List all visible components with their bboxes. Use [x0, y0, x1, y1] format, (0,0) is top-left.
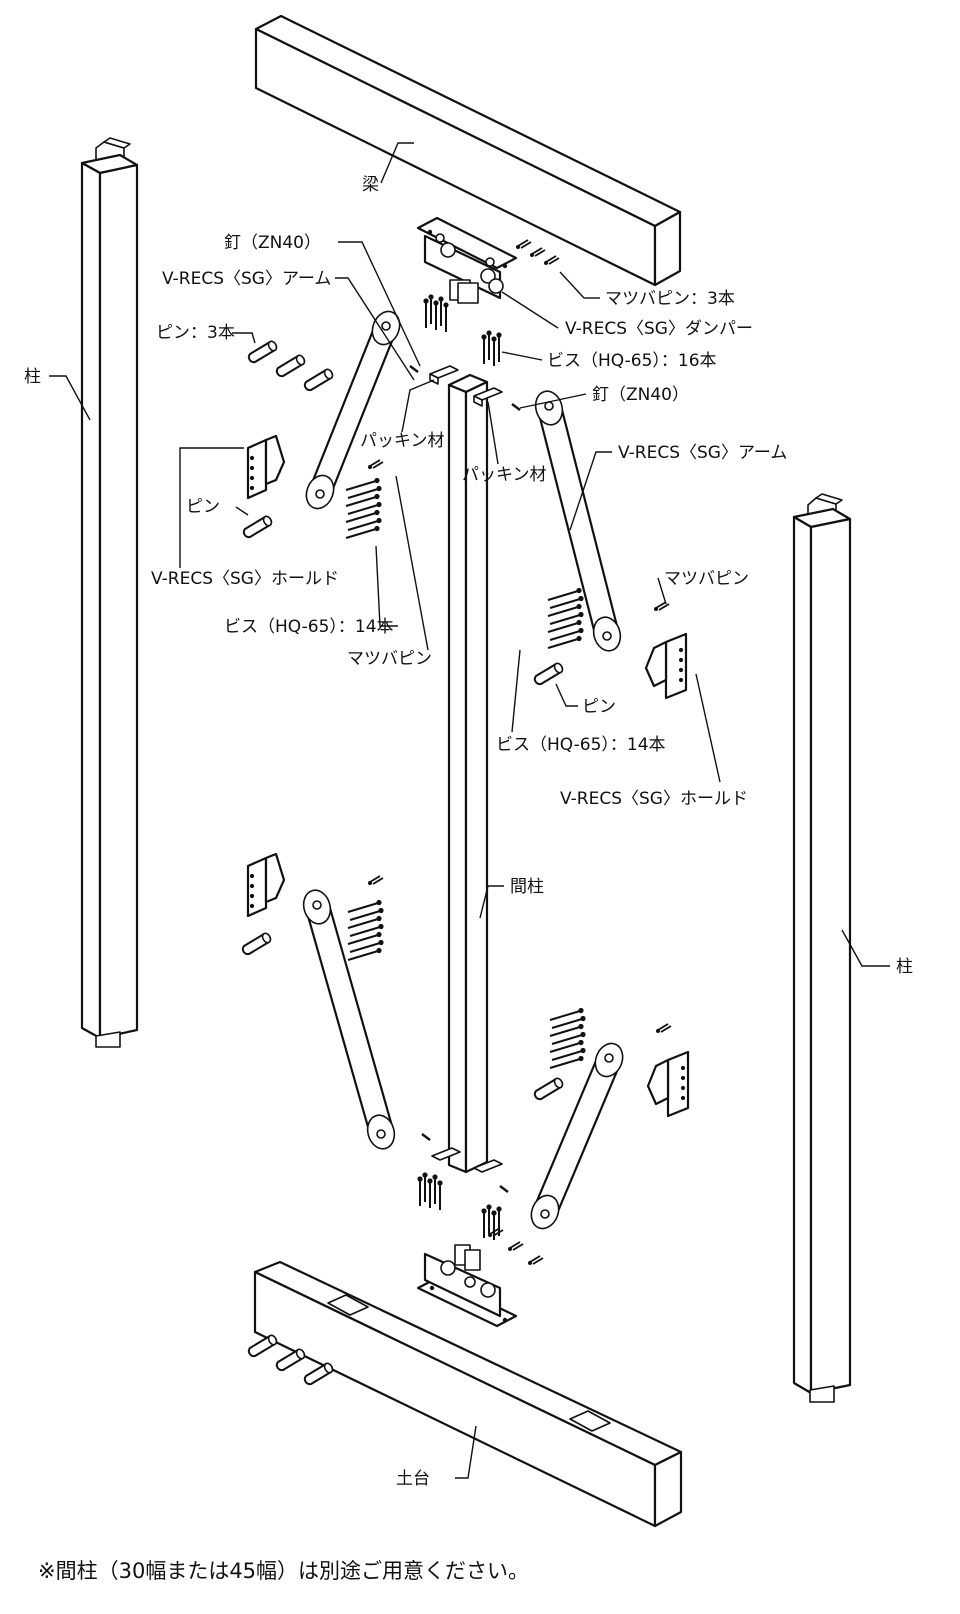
center-stud-part [447, 373, 489, 1174]
arm-bottom-left-part [302, 889, 396, 1150]
label-pillar-left: 柱 [24, 367, 41, 387]
label-nail-top-right: 釘（ZN40） [592, 385, 689, 405]
label-mabashira: 間柱 [510, 877, 544, 897]
label-arm-top-left: V-RECS〈SG〉アーム [162, 269, 331, 289]
label-pin-left: ピン [186, 497, 220, 517]
label-hold-left: V-RECS〈SG〉ホールド [151, 569, 339, 589]
hold-bottom-left-part [246, 852, 286, 918]
beam-part [254, 14, 682, 287]
leader-lines [49, 142, 890, 1479]
label-beam: 梁 [362, 175, 379, 195]
label-arm-top-right: V-RECS〈SG〉アーム [618, 443, 787, 463]
hold-top-right-part [644, 632, 688, 700]
label-screw-14-left: ビス（HQ-65）：14本 [224, 617, 394, 637]
label-screw-14-right: ビス（HQ-65）：14本 [496, 735, 666, 755]
label-hold-right: V-RECS〈SG〉ホールド [560, 789, 748, 809]
sill-part [253, 1260, 683, 1528]
label-sill: 土台 [396, 1469, 430, 1489]
label-pin-right: ピン [582, 697, 616, 717]
pins [241, 338, 566, 1386]
left-pillar-part [80, 137, 139, 1048]
label-pin-3: ピン：3本 [156, 323, 235, 343]
matsuba-pins-and-nails [367, 239, 672, 1266]
damper-top-part [416, 216, 518, 304]
label-packing-left: パッキン材 [360, 431, 445, 451]
label-matsuba-pin-3: マツバピン：3本 [605, 289, 735, 309]
label-damper: V-RECS〈SG〉ダンパー [565, 319, 753, 339]
label-matsuba-pin-right: マツバピン [664, 569, 749, 589]
right-pillar-part [792, 493, 852, 1403]
part-labels: 梁 釘（ZN40） V-RECS〈SG〉アーム ピン：3本 柱 マツバピン：3本… [24, 175, 913, 1583]
arm-top-left-part [305, 310, 401, 510]
label-pillar-right: 柱 [896, 957, 913, 977]
label-matsuba-pin-left: マツバピン [347, 649, 432, 669]
label-nail-top-left: 釘（ZN40） [224, 233, 321, 253]
label-screw-16: ビス（HQ-65）：16本 [547, 351, 717, 371]
hold-bottom-right-part [646, 1050, 690, 1118]
footnote: ※間柱（30幅または45幅）は別途ご用意ください。 [38, 1559, 529, 1583]
arm-bottom-right-part [530, 1042, 624, 1230]
label-packing-right: パッキン材 [462, 465, 547, 485]
arm-top-right-part [534, 390, 622, 652]
hold-top-left-part [246, 434, 286, 500]
damper-bottom-part [416, 1244, 518, 1328]
packing-parts [429, 365, 503, 1173]
